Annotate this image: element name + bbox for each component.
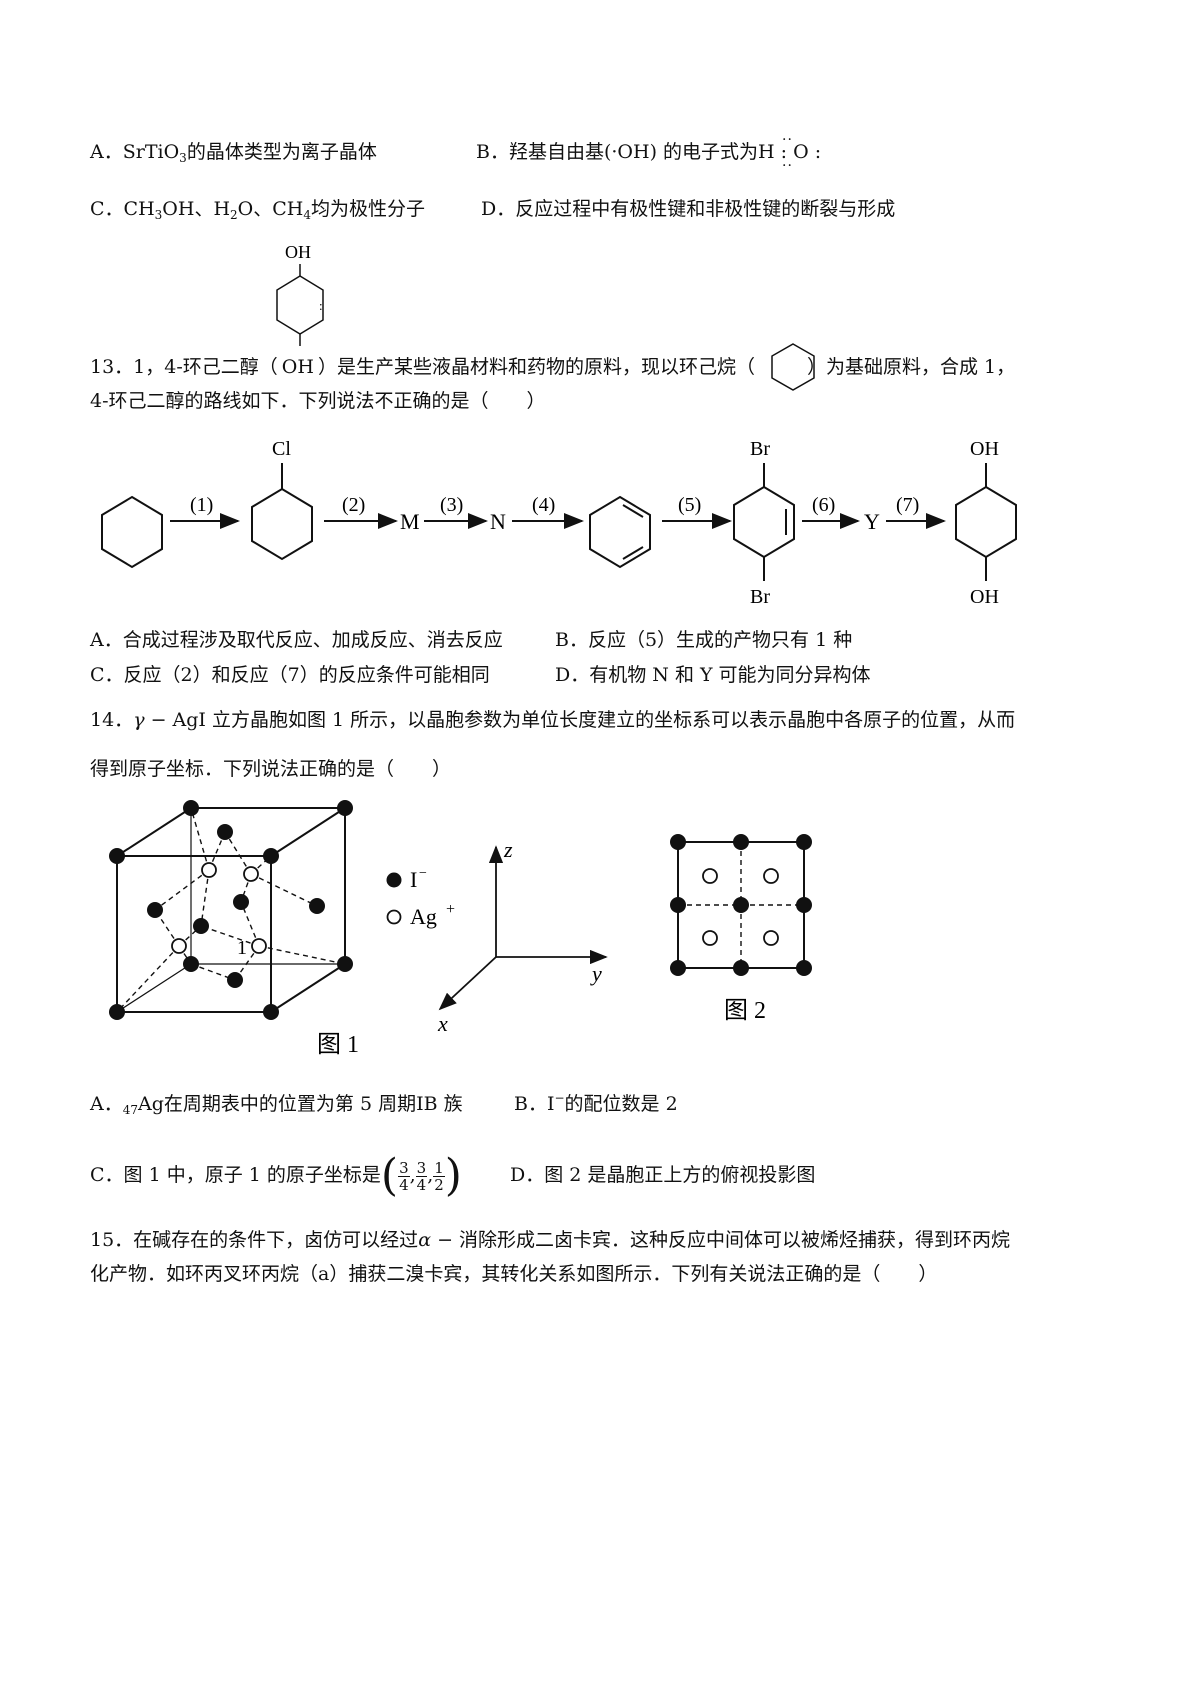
- svg-text:+: +: [446, 901, 455, 918]
- q13-option-a: A．合成过程涉及取代反应、加成反应、消去反应: [90, 629, 503, 651]
- q14-figure1-unit-cell: 1 图 1: [109, 800, 359, 1058]
- iodide-legend-marker: [386, 872, 402, 888]
- step6-label: (6): [812, 494, 835, 516]
- q15-stem-line1: 15．在碱存在的条件下，卤仿可以经过α − 消除形成二卤卡宾．这种反应中间体可以…: [90, 1229, 1011, 1251]
- q13-stem-line2: 4-环己二醇的路线如下．下列说法不正确的是（ ）: [90, 390, 546, 412]
- legend-iodide-label: I: [410, 867, 417, 892]
- z-axis-label: z: [503, 837, 513, 862]
- oh-bottom-label: OH: [970, 586, 999, 608]
- q14-coordinate-axes: z y x: [437, 837, 608, 1035]
- q14-legend: I − Ag +: [386, 866, 455, 929]
- intermediate-y: Y: [864, 509, 880, 534]
- svg-text::: :: [319, 298, 323, 313]
- cyclohexane-ring: [101, 495, 163, 569]
- chlorocyclohexane-ring: [251, 487, 313, 561]
- q14-figure2-projection: 图 2: [670, 834, 812, 1024]
- q14-option-a: A．47Ag在周期表中的位置为第 5 周期IB 族: [90, 1093, 463, 1117]
- y-axis-label: y: [590, 961, 602, 986]
- x-axis-label: x: [437, 1011, 448, 1035]
- q14-stem-line1: 14．γ − AgI 立方晶胞如图 1 所示，以晶胞参数为单位长度建立的坐标系可…: [90, 709, 1016, 731]
- inline-oh-top: OH: [285, 242, 311, 262]
- intermediate-m: M: [400, 509, 420, 534]
- cl-label: Cl: [272, 438, 291, 460]
- q12-option-d: D．反应过程中有极性键和非极性键的断裂与形成: [481, 198, 896, 220]
- intermediate-n: N: [490, 509, 506, 534]
- q13-option-d: D．有机物 N 和 Y 可能为同分异构体: [555, 664, 871, 686]
- q14-stem-line2: 得到原子坐标．下列说法正确的是（ ）: [90, 758, 452, 780]
- atom-1-label: 1: [237, 937, 247, 959]
- figure2-caption: 图 2: [724, 998, 766, 1024]
- q13-option-b: B．反应（5）生成的产物只有 1 种: [555, 629, 853, 651]
- step2-label: (2): [342, 494, 365, 516]
- electron-formula: ····H : O :: [758, 132, 822, 174]
- step7-label: (7): [896, 494, 919, 516]
- step4-label: (4): [532, 494, 555, 516]
- q14-option-d: D．图 2 是晶胞正上方的俯视投影图: [510, 1164, 816, 1186]
- cyclohexadiene-ring: [589, 495, 651, 569]
- q13-synthesis-scheme: (1) Cl (2) M (3) N (4) (5) Br Br (6) Y (…: [101, 438, 1017, 608]
- step3-label: (3): [440, 494, 463, 516]
- step1-label: (1): [190, 494, 213, 516]
- q15-stem-line2: 化产物．如环丙叉环丙烷（a）捕获二溴卡宾，其转化关系如图所示．下列有关说法正确的…: [90, 1263, 938, 1285]
- legend-silver-label: Ag: [410, 904, 437, 929]
- step5-label: (5): [678, 494, 701, 516]
- silver-legend-marker: [386, 909, 402, 925]
- q13-inline-cyclohexanediol: OH :: [276, 242, 324, 346]
- cyclohexanediol-ring: [955, 485, 1017, 559]
- inline-oh-bottom: OH: [281, 356, 314, 378]
- br-bottom-label: Br: [750, 586, 770, 608]
- q13-stem-line1: 13．1，4-环己二醇（OH）是生产某些液晶材料和药物的原料，现以环己烷（）为基…: [90, 356, 1016, 378]
- q12-option-a: A．SrTiO3的晶体类型为离子晶体: [90, 141, 377, 165]
- q13-option-c: C．反应（2）和反应（7）的反应条件可能相同: [90, 664, 490, 686]
- q12-option-b: B．羟基自由基(·OH) 的电子式为····H : O :: [476, 132, 822, 174]
- oh-top-label: OH: [970, 438, 999, 460]
- br-top-label: Br: [750, 438, 770, 460]
- figure1-caption: 图 1: [317, 1032, 359, 1058]
- q13-inline-cyclohexane: [771, 343, 815, 391]
- q12-option-c: C．CH3OH、H2O、CH4均为极性分子: [90, 198, 425, 222]
- x-axis: [438, 956, 497, 1011]
- svg-text:−: −: [419, 866, 427, 881]
- q14-option-b: B．I−的配位数是 2: [514, 1091, 678, 1115]
